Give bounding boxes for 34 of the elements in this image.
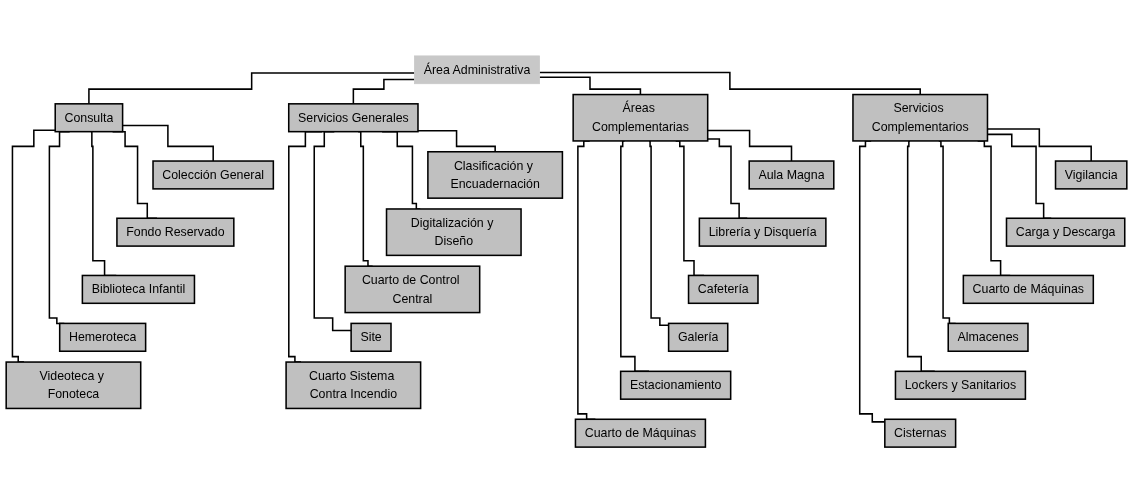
node-box: Cisternas [884, 418, 957, 448]
connector [88, 72, 416, 105]
node-box: Cuarto Sistema Contra Incendio [285, 361, 422, 410]
node-box: Biblioteca Infantil [81, 274, 196, 305]
connector [352, 78, 416, 105]
node-box: Digitalización y Diseño [385, 208, 522, 257]
node-box: Carga y Descarga [1005, 217, 1126, 247]
node-box: Lockers y Sanitarios [894, 370, 1027, 400]
node-box: Cuarto de Máquinas [574, 418, 707, 448]
connector [538, 71, 921, 96]
node-box: Aula Magna [748, 160, 835, 190]
node-box: Consulta [54, 103, 124, 133]
connector [313, 130, 352, 332]
node-box: Área Administrativa [414, 55, 540, 85]
node-box: Estacionamiento [619, 370, 732, 400]
node-box: Cuarto de Control Central [344, 265, 481, 314]
node-box: Servicios Generales [287, 103, 419, 133]
node-box: Cuarto de Máquinas [962, 274, 1095, 305]
node-box: Hemeroteca [58, 322, 147, 352]
node-box: Colección General [152, 160, 275, 190]
node-box: Videoteca y Fonoteca [5, 361, 142, 410]
node-box: Cafetería [687, 274, 759, 305]
node-box: Áreas Complementarias [572, 93, 709, 142]
connector [538, 76, 642, 96]
node-box: Galería [667, 322, 729, 352]
node-box: Almacenes [947, 322, 1029, 352]
node-box: Fondo Reservado [116, 217, 235, 247]
node-box: Servicios Complementarios [852, 93, 989, 142]
connector [11, 129, 56, 363]
node-box: Site [350, 322, 392, 352]
node-box: Vigilancia [1054, 160, 1128, 190]
node-box: Clasificación y Encuadernación [427, 151, 564, 199]
node-box: Librería y Disquería [698, 217, 827, 247]
connector [417, 130, 496, 153]
